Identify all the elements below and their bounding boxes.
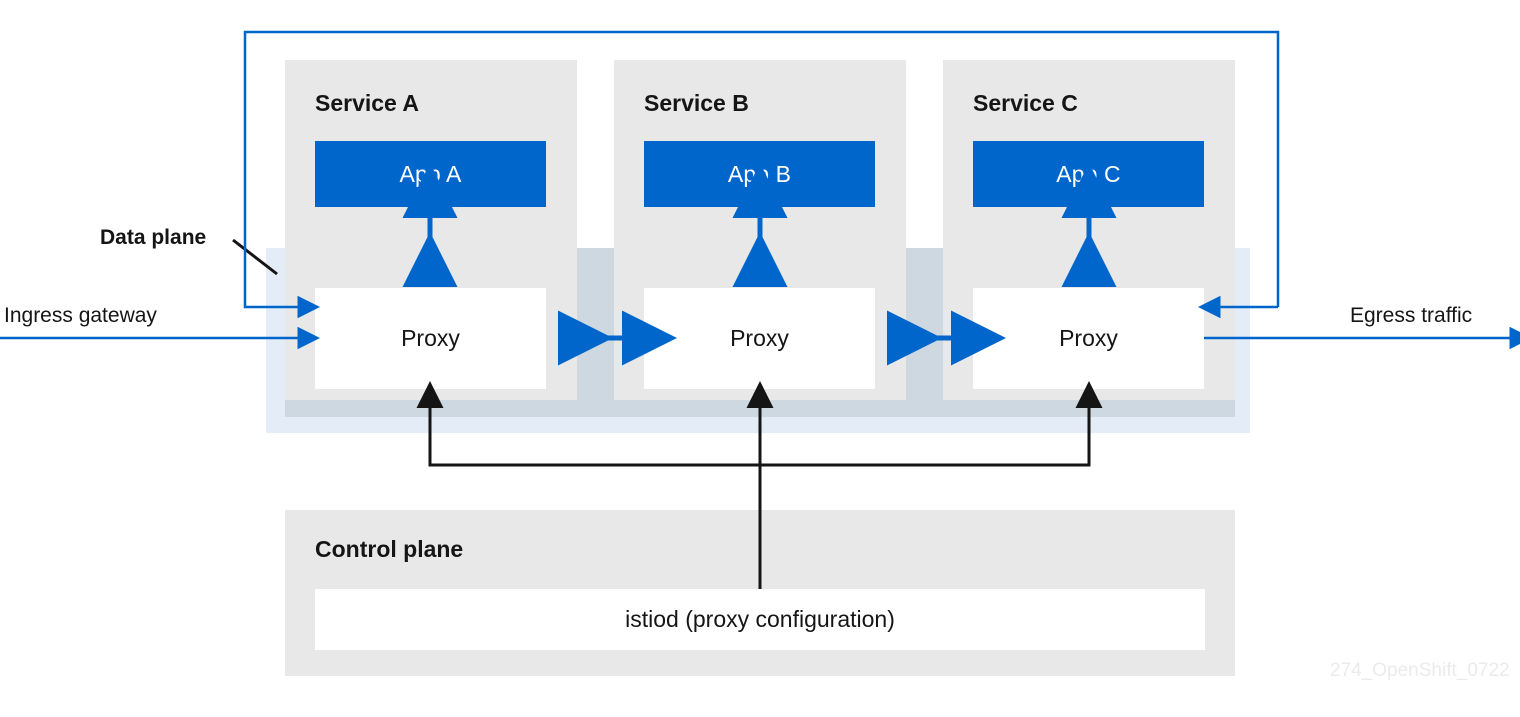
istiod-branch-left <box>416 381 760 467</box>
service-title-a: Service A <box>315 90 419 116</box>
service-routing-loop <box>243 30 1280 319</box>
service-title-c: Service C <box>973 90 1078 116</box>
proxy-box-b[interactable]: Proxy <box>644 288 875 389</box>
ingress-gateway-label: Ingress gateway <box>4 304 157 327</box>
control-plane-title: Control plane <box>315 536 464 562</box>
istiod-branch-right <box>760 381 1103 467</box>
proxy-box-c[interactable]: Proxy <box>973 288 1204 389</box>
istiod-box[interactable]: istiod (proxy configuration) <box>315 589 1205 650</box>
proxy-box-a[interactable]: Proxy <box>315 288 546 389</box>
data-plane-leader-line <box>232 238 278 276</box>
watermark-label: 274_OpenShift_0722 <box>1330 660 1510 681</box>
service-title-b: Service B <box>644 90 749 116</box>
egress-traffic-label: Egress traffic <box>1350 304 1473 327</box>
data-plane-label: Data plane <box>100 226 207 249</box>
